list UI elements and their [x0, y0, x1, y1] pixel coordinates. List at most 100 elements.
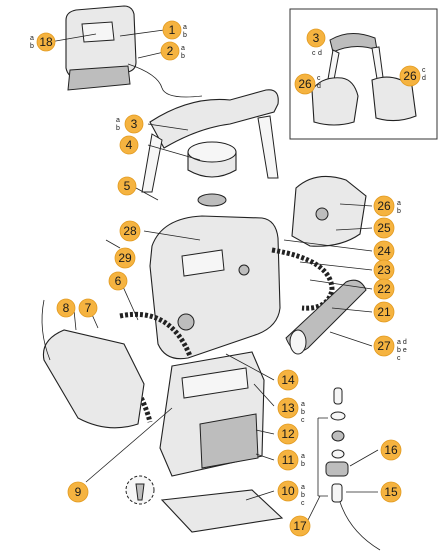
- svg-text:17: 17: [293, 519, 307, 533]
- callout-26ab: 26 ab: [373, 195, 401, 217]
- svg-text:28: 28: [123, 224, 137, 238]
- svg-text:b: b: [301, 492, 305, 499]
- callout-22: 22: [373, 278, 395, 300]
- callout-8: 8: [56, 298, 76, 318]
- brush-roller: [285, 279, 367, 355]
- svg-text:c: c: [422, 67, 426, 74]
- filter-canister: [159, 351, 284, 533]
- callout-15: 15: [380, 481, 402, 503]
- svg-text:b: b: [116, 125, 120, 132]
- svg-text:25: 25: [377, 221, 391, 235]
- svg-text:22: 22: [377, 282, 391, 296]
- svg-text:b: b: [30, 43, 34, 50]
- callout-27: 27 a d b e c: [373, 335, 407, 362]
- svg-text:c: c: [312, 50, 316, 57]
- svg-text:d: d: [318, 50, 322, 57]
- svg-text:21: 21: [377, 305, 391, 319]
- svg-text:29: 29: [118, 251, 132, 265]
- callout-4: 4: [119, 135, 139, 155]
- callout-29: 29: [114, 247, 136, 269]
- callout-21: 21: [373, 301, 395, 323]
- callout-24: 24: [373, 240, 395, 262]
- svg-text:c: c: [397, 355, 401, 362]
- svg-text:26: 26: [298, 77, 312, 91]
- side-plate-right: [291, 175, 367, 247]
- svg-text:13: 13: [281, 401, 295, 415]
- svg-text:a: a: [181, 45, 185, 52]
- callout-9: 9: [67, 481, 89, 503]
- main-body: [149, 215, 281, 360]
- svg-text:16: 16: [384, 443, 398, 457]
- svg-text:b: b: [397, 208, 401, 215]
- svg-text:18: 18: [39, 35, 53, 49]
- svg-text:14: 14: [281, 373, 295, 387]
- swivel-parts: [317, 387, 381, 551]
- callout-26cd-right: 26 cd: [399, 65, 426, 87]
- callout-12: 12: [277, 423, 299, 445]
- svg-text:15: 15: [384, 485, 398, 499]
- svg-text:23: 23: [377, 263, 391, 277]
- svg-text:24: 24: [377, 244, 391, 258]
- callout-1: 1 ab: [162, 20, 187, 40]
- callout-2: 2 ab: [160, 41, 185, 61]
- callout-3: 3 ab: [116, 114, 144, 134]
- svg-text:26: 26: [377, 199, 391, 213]
- svg-text:6: 6: [115, 274, 122, 288]
- svg-text:11: 11: [282, 453, 295, 467]
- svg-text:a: a: [30, 35, 34, 42]
- svg-text:d: d: [317, 83, 321, 90]
- svg-text:10: 10: [281, 484, 295, 498]
- callout-6: 6: [108, 271, 128, 291]
- svg-text:2: 2: [167, 44, 174, 58]
- svg-text:a: a: [397, 200, 401, 207]
- callout-17: 17: [289, 515, 311, 537]
- svg-text:c: c: [301, 417, 305, 424]
- motor-cover: [187, 141, 237, 207]
- callout-14: 14: [277, 369, 299, 391]
- svg-text:8: 8: [63, 301, 70, 315]
- svg-text:3: 3: [313, 31, 320, 45]
- callout-5: 5: [117, 176, 137, 196]
- callout-25: 25: [373, 217, 395, 239]
- svg-text:4: 4: [126, 138, 133, 152]
- svg-text:26: 26: [403, 69, 417, 83]
- svg-text:5: 5: [124, 179, 131, 193]
- screw-detail: [125, 475, 155, 505]
- svg-text:b e: b e: [397, 347, 407, 354]
- svg-text:3: 3: [131, 117, 138, 131]
- callout-28: 28: [119, 220, 141, 242]
- svg-text:1: 1: [169, 23, 176, 37]
- leader-lines: [49, 29, 379, 521]
- inset-detail: [289, 8, 438, 140]
- svg-text:d: d: [422, 75, 426, 82]
- callout-11: 11 a b: [277, 449, 305, 471]
- svg-text:a: a: [301, 401, 305, 408]
- svg-text:a: a: [301, 484, 305, 491]
- svg-text:12: 12: [281, 427, 295, 441]
- power-supply: [65, 5, 203, 98]
- callout-13: 13 a b c: [277, 397, 305, 424]
- svg-text:a: a: [183, 24, 187, 31]
- svg-text:c: c: [301, 500, 305, 507]
- svg-text:b: b: [183, 32, 187, 39]
- side-plate-left: [41, 299, 145, 429]
- callouts: 1 ab 18 ab 2 ab 3 ab 4 5: [30, 20, 426, 537]
- svg-text:a d: a d: [397, 339, 407, 346]
- svg-text:9: 9: [75, 485, 82, 499]
- callout-23: 23: [373, 259, 395, 281]
- callout-26cd-left: 26 cd: [294, 73, 321, 95]
- callout-16: 16: [380, 439, 402, 461]
- svg-text:b: b: [181, 53, 185, 60]
- handle: [141, 89, 279, 193]
- svg-text:a: a: [301, 453, 305, 460]
- callout-18: 18 ab: [30, 32, 56, 52]
- svg-text:27: 27: [377, 339, 391, 353]
- svg-text:7: 7: [85, 301, 92, 315]
- svg-text:b: b: [301, 461, 305, 468]
- svg-text:b: b: [301, 409, 305, 416]
- svg-text:c: c: [317, 75, 321, 82]
- callout-10: 10 a b c: [277, 480, 305, 507]
- svg-text:a: a: [116, 117, 120, 124]
